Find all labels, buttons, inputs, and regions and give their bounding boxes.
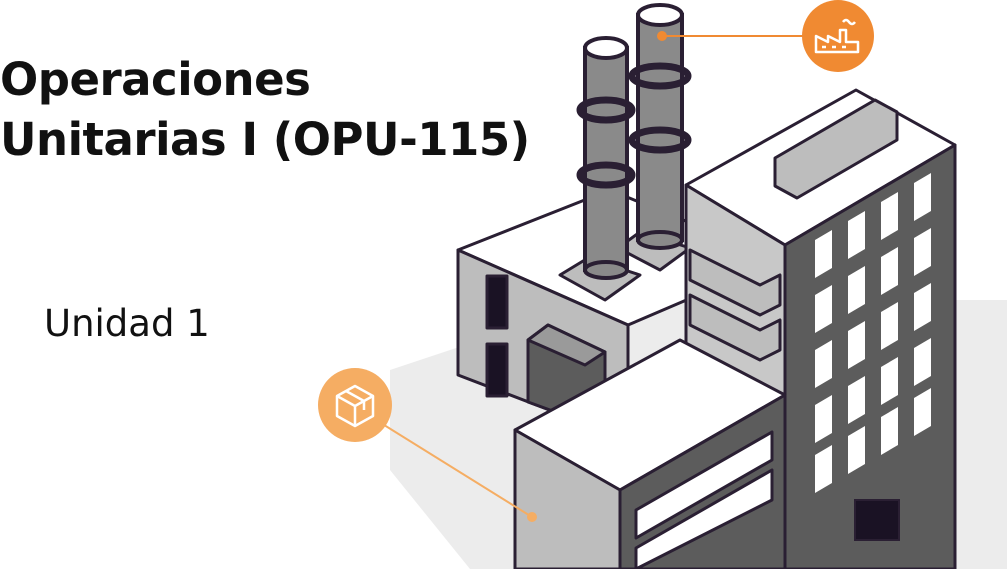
chimneys — [576, 3, 692, 280]
connector-dot-top — [657, 31, 667, 41]
title-line-2: Unitarias I (OPU-115) — [0, 113, 530, 166]
title-line-1: Operaciones — [0, 53, 311, 106]
box-icon — [318, 368, 392, 442]
front-building — [513, 338, 787, 569]
building-door — [854, 499, 900, 541]
connector-dot-bottom — [527, 512, 537, 522]
building-windows — [815, 173, 931, 493]
factory-icon — [802, 0, 874, 72]
slide-subtitle: Unidad 1 — [44, 302, 210, 345]
slide-title: Operaciones Unitarias I (OPU-115) — [0, 50, 530, 170]
connector-line-bottom — [359, 409, 533, 518]
